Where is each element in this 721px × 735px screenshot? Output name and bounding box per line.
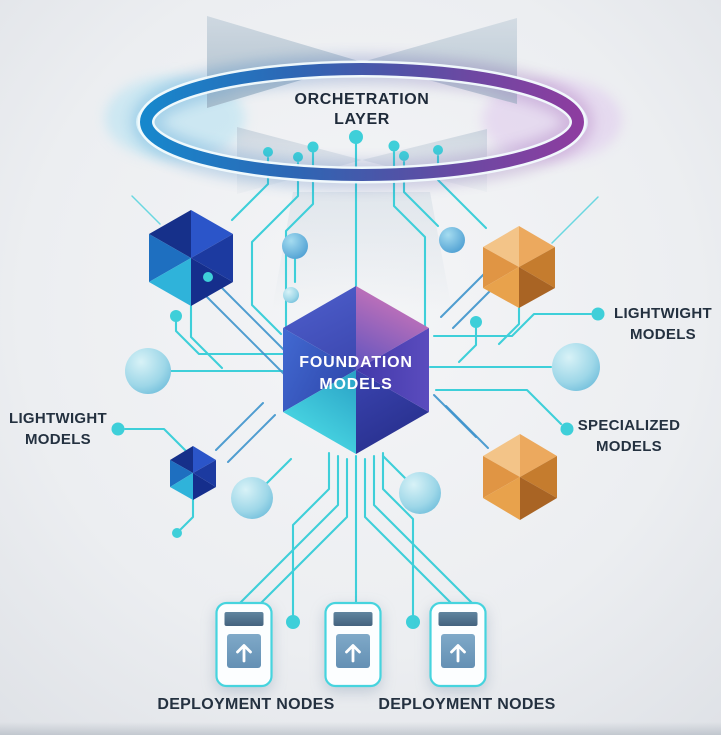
lightweight-models-label-right: LIGHTWIGHT MODELS <box>614 305 712 343</box>
orchestration-ring <box>131 54 593 190</box>
device-screen-bar <box>438 612 478 626</box>
node-circles <box>125 227 600 519</box>
light-wedge <box>272 192 452 310</box>
bottom-shadow <box>0 722 721 735</box>
upload-arrow-icon <box>345 644 361 663</box>
node-circle-right <box>552 343 600 391</box>
foundation-models-label-line1: FOUNDATION <box>299 354 412 371</box>
hexagon-orange-top <box>483 226 555 308</box>
node-circle-bottom-left <box>231 477 273 519</box>
specialized-models-label: SPECIALIZED MODELS <box>578 417 680 455</box>
label-left-line2: MODELS <box>25 431 91 448</box>
device-screen-bar <box>333 612 373 626</box>
label-specialized-line1: SPECIALIZED <box>578 417 680 434</box>
orchestration-layer-label: ORCHETRATION LAYER <box>295 91 430 128</box>
title-line2: LAYER <box>334 111 390 128</box>
foundation-models-label-line2: MODELS <box>319 376 392 393</box>
hexagon-blue-large <box>149 210 233 306</box>
upload-arrow-icon <box>450 644 466 663</box>
hexagon-blue-small <box>170 446 216 500</box>
lightweight-models-label-left: LIGHTWIGHT MODELS <box>9 410 107 448</box>
node-circle-mid-left <box>282 233 308 259</box>
title-line1: ORCHETRATION <box>295 91 430 108</box>
hexagon-orange-bottom <box>483 434 557 520</box>
node-circle-mid-right <box>439 227 465 253</box>
deployment-nodes-label-left: DEPLOYMENT NODES <box>157 696 334 713</box>
foundation-hexagon: FOUNDATION MODELS <box>283 286 429 454</box>
deployment-node-3 <box>429 601 487 688</box>
deployment-node-1 <box>215 601 273 688</box>
label-right-line1: LIGHTWIGHT <box>614 305 712 322</box>
label-right-line2: MODELS <box>630 326 696 343</box>
node-circle-bottom-right <box>399 472 441 514</box>
deployment-node-2 <box>324 601 382 688</box>
hexagon-dot <box>203 272 213 282</box>
device-screen-bar <box>224 612 264 626</box>
label-specialized-line2: MODELS <box>596 438 662 455</box>
label-left-line1: LIGHTWIGHT <box>9 410 107 427</box>
node-circle-small <box>283 287 299 303</box>
node-circle-left <box>125 348 171 394</box>
deployment-nodes-label-right: DEPLOYMENT NODES <box>378 696 555 713</box>
upload-arrow-icon <box>236 644 252 663</box>
